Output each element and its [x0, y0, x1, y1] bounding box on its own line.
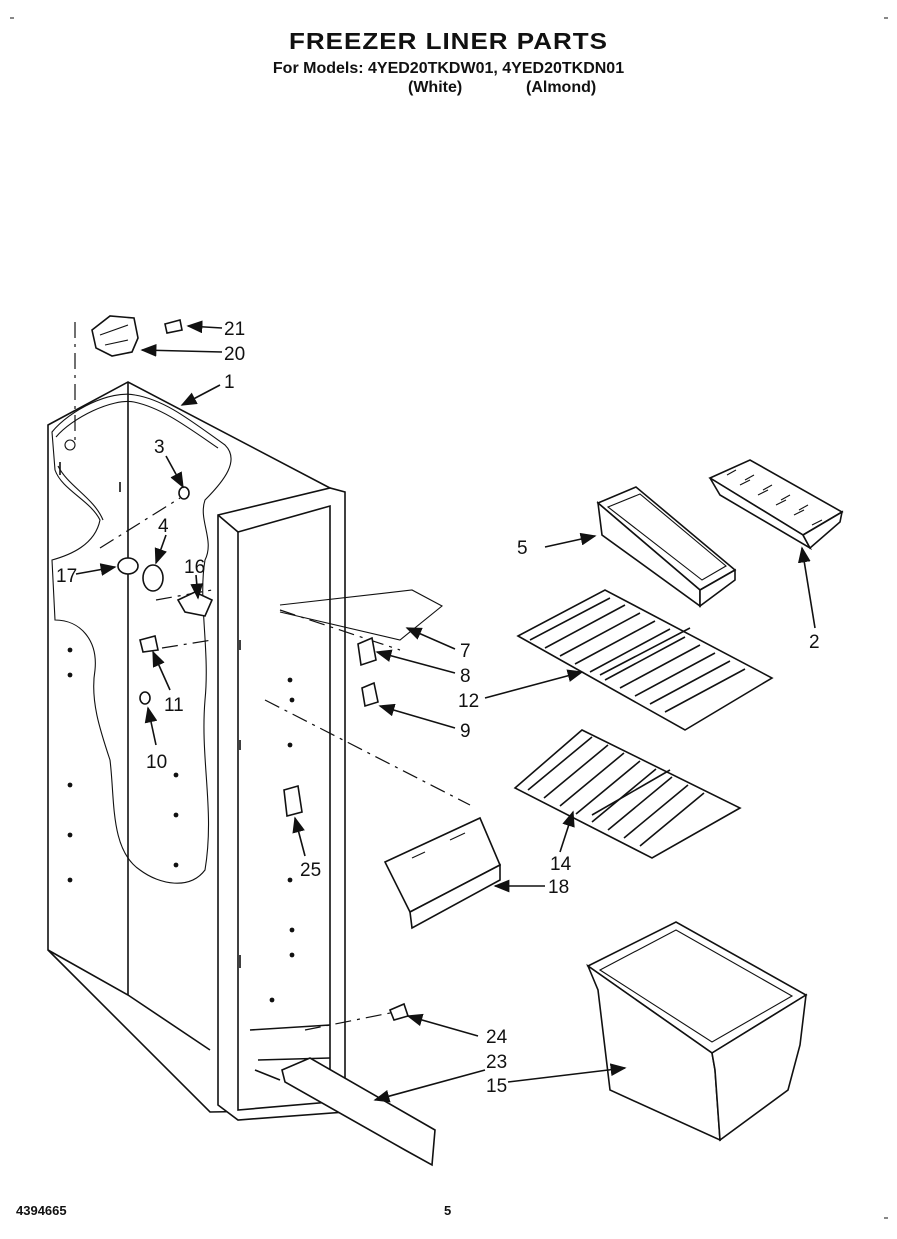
- page-number: 5: [444, 1203, 452, 1218]
- variant-white: (White): [408, 79, 463, 96]
- callout-labels: 21 20 1 3 4 17 16 11 10 25 5 2 7 8 12 9 …: [56, 319, 820, 1097]
- wire-shelf-lower: [513, 729, 742, 859]
- callout-17: 17: [56, 566, 77, 587]
- callout-20: 20: [224, 344, 245, 365]
- bracket-assembly: [91, 315, 183, 357]
- shelf-brackets: [279, 589, 443, 708]
- callout-14: 14: [550, 854, 572, 875]
- callout-11: 11: [164, 695, 184, 716]
- callout-1: 1: [224, 372, 235, 393]
- callout-18: 18: [548, 877, 569, 898]
- page-title: FREEZER LINER PARTS: [289, 27, 608, 55]
- liner-small-parts: [117, 486, 303, 818]
- callout-leaders: [75, 320, 816, 1103]
- lower-track: [281, 1002, 436, 1167]
- freezer-liner: [47, 381, 346, 1121]
- callout-12: 12: [458, 691, 479, 712]
- registration-marks: [10, 17, 888, 1219]
- model-numbers: For Models: 4YED20TKDW01, 4YED20TKDN01: [272, 60, 625, 77]
- callout-23: 23: [486, 1052, 507, 1073]
- callout-4: 4: [158, 516, 169, 537]
- crisper-drawer: [586, 921, 808, 1142]
- callout-3: 3: [154, 437, 165, 458]
- callout-21: 21: [224, 319, 245, 340]
- variant-almond: (Almond): [526, 79, 597, 96]
- callout-15: 15: [486, 1076, 507, 1097]
- wire-shelf-upper: [516, 589, 774, 731]
- ice-tray: [708, 459, 844, 551]
- callout-5: 5: [517, 538, 528, 559]
- callout-9: 9: [460, 721, 471, 742]
- callout-2: 2: [809, 632, 820, 653]
- callout-7: 7: [460, 641, 471, 662]
- door-bin: [596, 486, 737, 608]
- document-number: 4394665: [16, 1203, 67, 1218]
- cover-panel: [383, 816, 502, 930]
- callout-10: 10: [146, 752, 167, 773]
- alignment-lines: [74, 322, 471, 1031]
- callout-24: 24: [486, 1027, 508, 1048]
- callout-16: 16: [184, 557, 205, 578]
- callout-8: 8: [460, 666, 471, 687]
- callout-25: 25: [300, 860, 321, 881]
